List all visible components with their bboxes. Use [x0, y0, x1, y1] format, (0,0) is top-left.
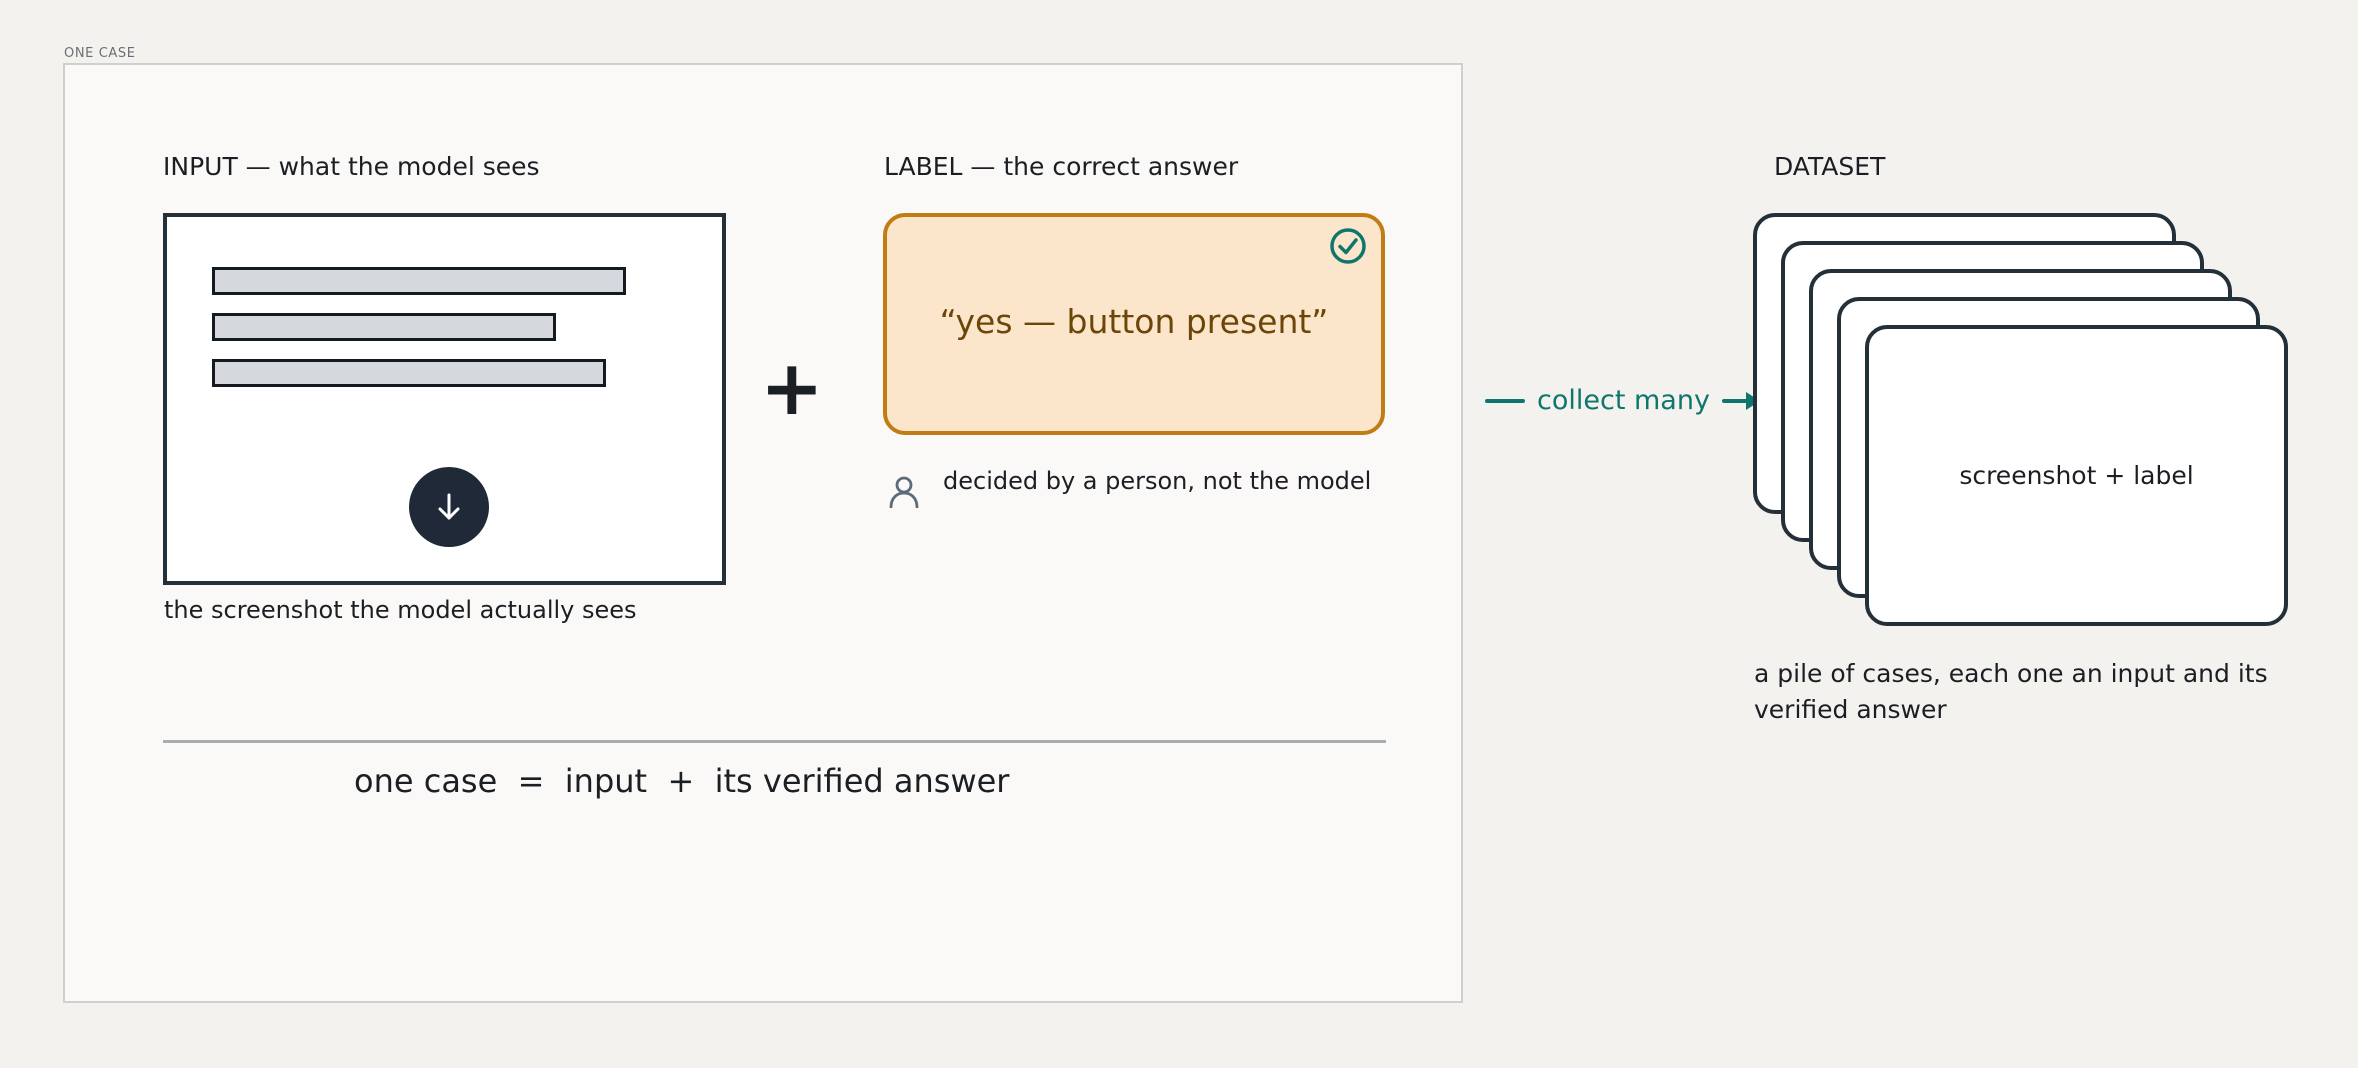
label-value: “yes — button present”: [939, 301, 1329, 341]
arrow-down-icon: [438, 493, 460, 520]
input-caption: the screenshot the model actually sees: [164, 596, 637, 624]
input-screenshot: [163, 213, 726, 585]
label-heading: LABEL — the correct answer: [884, 152, 1239, 181]
collect-many-arrow: collect many: [1485, 385, 1762, 416]
check-circle-icon: [1330, 228, 1366, 264]
dataset-card-front: screenshot + label: [1865, 325, 2288, 626]
text-line: [212, 267, 626, 295]
person-icon: [889, 476, 919, 508]
collect-many-label: collect many: [1537, 385, 1710, 416]
text-line: [212, 313, 556, 341]
text-line: [212, 359, 606, 387]
annotator-note: decided by a person, not the model: [943, 467, 1372, 495]
dataset-card-label: screenshot + label: [1959, 461, 2194, 490]
arrow-right-icon: [1721, 391, 1760, 410]
download-button[interactable]: [409, 467, 489, 547]
equation-plus: +: [667, 762, 695, 800]
equation-equals: =: [517, 762, 545, 800]
dataset-caption: a pile of cases, each one an input and i…: [1754, 659, 2268, 724]
plus-operator: +: [760, 343, 824, 432]
input-heading: INPUT — what the model sees: [163, 152, 540, 181]
equation-term-answer: its verified answer: [714, 762, 1010, 800]
equation-lhs: one case: [354, 762, 498, 800]
equation-term-input: input: [564, 762, 648, 800]
dataset-heading: DATASET: [1774, 152, 1886, 181]
panel-tag: ONE CASE: [64, 46, 136, 61]
equation: one case = input + its verified answer: [354, 762, 1009, 800]
equation-divider: [163, 740, 1386, 743]
label-card: “yes — button present”: [883, 213, 1385, 435]
dash-icon: [1485, 398, 1525, 403]
